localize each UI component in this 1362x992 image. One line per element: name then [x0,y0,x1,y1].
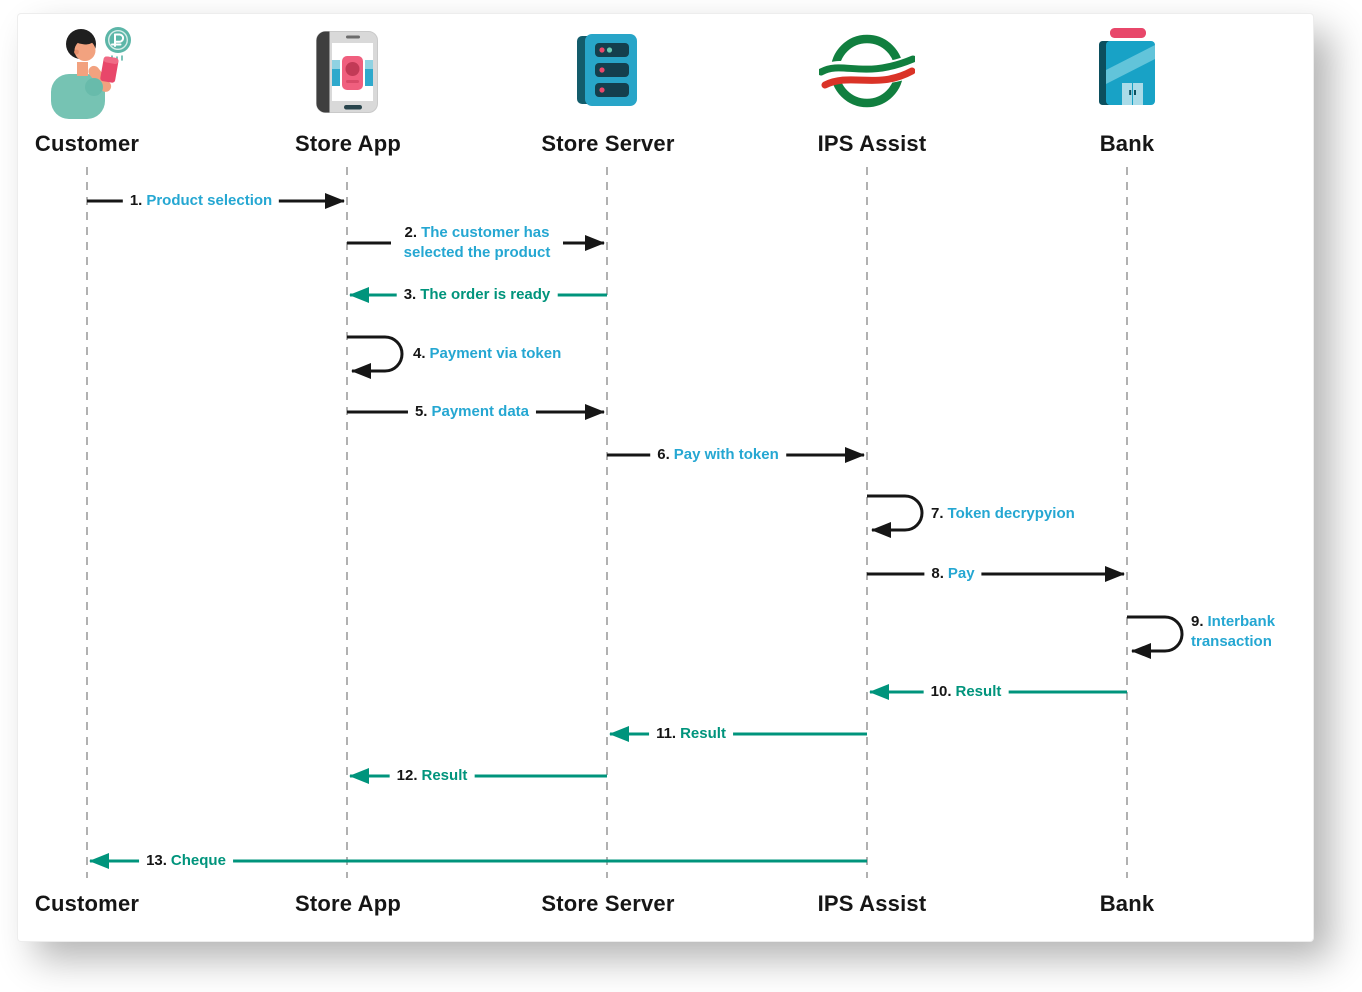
actor-label-top-customer: Customer [34,131,140,156]
message-label-9: 9.Interbank transaction [1184,611,1288,653]
message-4-self-loop [347,335,404,379]
customer-face [74,40,96,61]
message-text: Result [421,767,468,784]
bank-door [1122,83,1132,105]
message-label-3: 3.The order is ready [396,284,558,306]
assist-red-wave [821,67,915,89]
message-number: 1. [129,192,143,209]
message-text: Result [955,683,1002,700]
message-label-6: 6.Pay with token [650,444,786,466]
message-label-10: 10.Result [923,681,1009,703]
message-label-8: 8.Pay [924,563,982,585]
actor-label-bottom-bank: Bank [1099,891,1155,916]
message-text: The order is ready [420,286,551,303]
customer-arm [88,65,112,92]
message-number: 12. [396,767,418,784]
actor-label-bottom-ips-assist: IPS Assist [817,891,927,916]
message-text: Payment via token [429,345,562,362]
message-number: 8. [931,565,944,582]
message-9-self-loop [1127,615,1184,659]
message-number: 2. [404,224,418,241]
message-text: Payment data [431,403,530,420]
message-number: 5. [414,403,428,420]
message-number: 6. [657,446,670,463]
message-label-12: 12.Result [389,765,475,787]
message-text: Product selection [146,192,273,209]
message-text: Pay [947,565,975,582]
ruble-sign [111,33,125,47]
message-text: Interbank transaction [1191,613,1276,650]
message-label-1: 1.Product selection [122,190,280,212]
actor-label-bottom-store-app: Store App [294,891,402,916]
bank-door [1133,83,1143,105]
store-app-phone-icon [316,31,378,113]
message-label-2: 2.The customer has selected the product [391,222,563,264]
ips-assist-logo-icon [819,34,915,108]
message-label-4: 4.Payment via token [406,343,569,365]
phone-edge [316,31,330,113]
message-text: Token decrypyion [947,505,1075,522]
message-number: 9. [1191,613,1204,630]
actor-label-bottom-store-server: Store Server [541,891,675,916]
message-label-5: 5.Payment data [407,401,537,423]
server-icon [577,34,637,106]
message-label-13: 13.Cheque [139,850,233,872]
message-number: 11. [656,725,677,742]
message-text: Result [680,725,726,742]
actor-label-top-store-app: Store App [294,131,402,156]
message-7-self-loop [867,494,924,538]
customer-person-icon [51,27,131,119]
actor-label-top-ips-assist: IPS Assist [817,131,927,156]
message-text: Cheque [170,852,226,869]
assist-green-wave [819,55,915,76]
message-label-7: 7.Token decrypyion [924,503,1082,525]
message-text: Pay with token [673,446,779,463]
message-number: 13. [146,852,167,869]
actor-label-top-store-server: Store Server [541,131,675,156]
message-text: The customer has selected the product [403,224,551,261]
message-number: 4. [413,345,426,362]
bank-roof [1110,28,1146,38]
message-label-11: 11.Result [649,723,733,745]
actor-label-top-bank: Bank [1099,131,1155,156]
message-number: 7. [931,505,944,522]
bank-building-icon [1099,28,1155,105]
actor-label-bottom-customer: Customer [34,891,140,916]
message-number: 10. [930,683,952,700]
message-number: 3. [403,286,417,303]
diagram-card [18,14,1313,941]
